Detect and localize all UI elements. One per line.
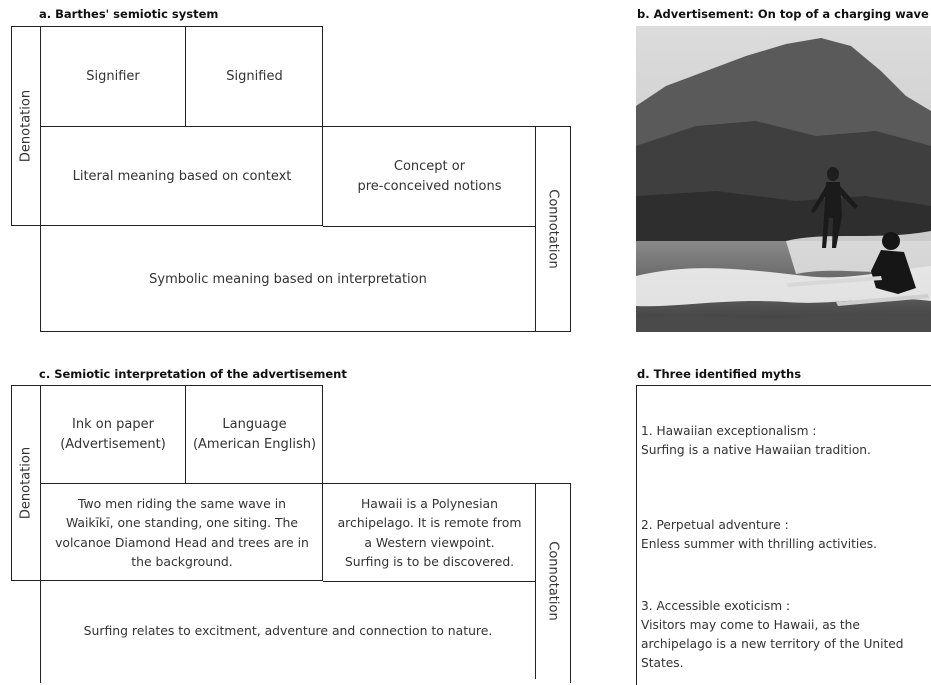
connotation-divider-c (535, 483, 537, 679)
surfing-photo-illustration (636, 26, 931, 332)
signified-cell-c: Language (American English) (192, 416, 317, 452)
connotation-label-c: Connotation (545, 541, 561, 621)
myths-box (636, 385, 931, 685)
panel-c-title: c. Semiotic interpretation of the advert… (39, 367, 347, 381)
denotation-label-c: Denotation (18, 446, 34, 520)
signifier-cell-c: Ink on paper (Advertisement) (60, 416, 166, 452)
myth-item-1: 1. Hawaiian exceptionalism : Surfing is … (641, 424, 871, 457)
myth-item-3: 3. Accessible exoticism : Visitors may c… (641, 599, 904, 670)
signifier-cell-a: Signifier (86, 68, 140, 84)
panel-a-title: a. Barthes' semiotic system (39, 7, 219, 21)
concept-cell-c: Hawaii is a Polynesian archipelago. It i… (337, 495, 522, 570)
advertisement-photo (636, 26, 931, 332)
signified-cell-a: Signified (226, 68, 283, 84)
concept-cell-a: Concept or pre-conceived notions (357, 158, 502, 194)
panel-b-title: b. Advertisement: On top of a charging w… (637, 7, 929, 21)
symbolic-cell-c: Surfing relates to excitment, adventure … (83, 622, 493, 638)
myth-item-2: 2. Perpetual adventure : Enless summer w… (641, 518, 878, 551)
literal-cell-a: Literal meaning based on context (72, 168, 292, 184)
symbolic-cell-a: Symbolic meaning based on interpretation (149, 271, 427, 287)
literal-cell-c: Two men riding the same wave in Waikīkī,… (55, 495, 309, 570)
connotation-label-a: Connotation (545, 189, 561, 269)
denotation-label-a: Denotation (18, 89, 34, 163)
panel-d-title: d. Three identified myths (637, 367, 802, 381)
connotation-divider-a (535, 126, 537, 332)
